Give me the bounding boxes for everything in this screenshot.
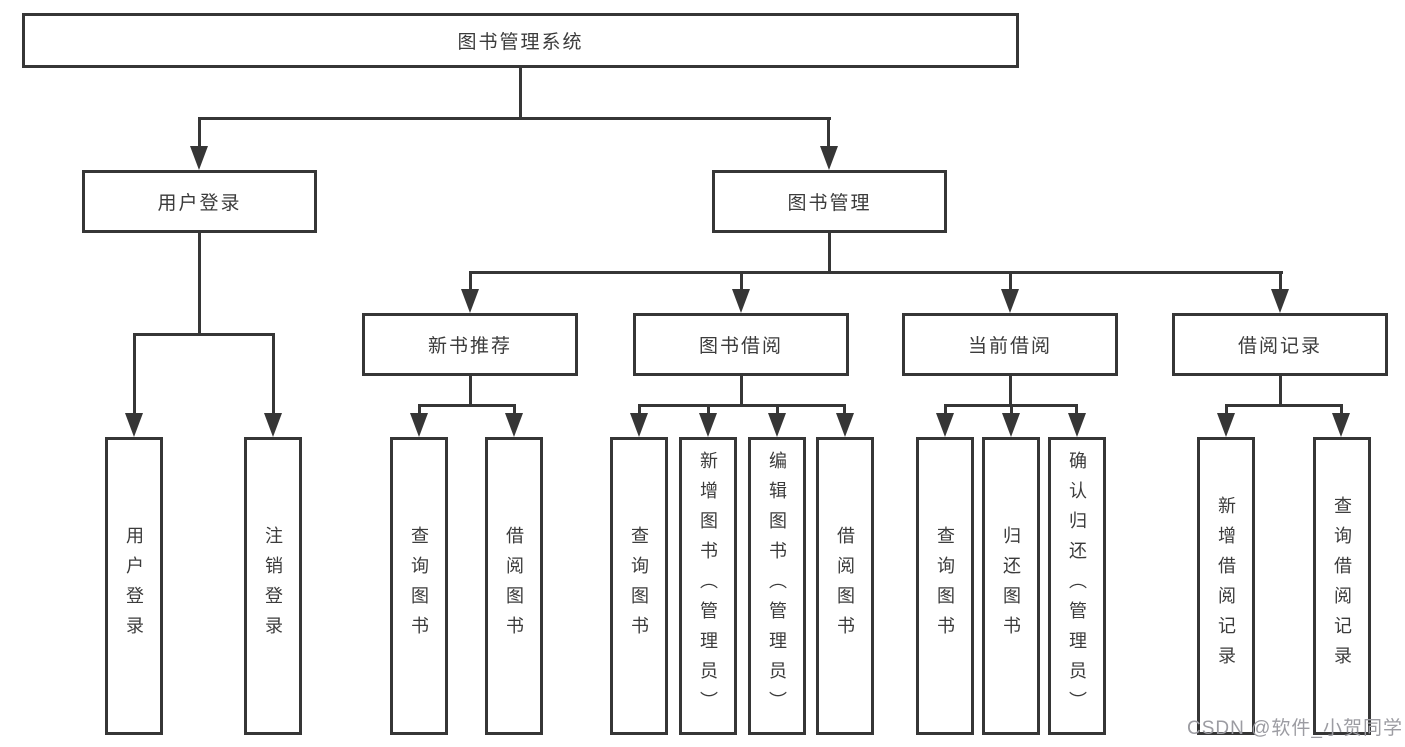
- arrow-down-icon: [1271, 289, 1289, 313]
- arrow-down-icon: [1332, 413, 1350, 437]
- connector-line: [198, 233, 201, 334]
- arrow-down-icon: [1001, 289, 1019, 313]
- connector-line: [1340, 404, 1343, 415]
- connector-line: [1010, 404, 1013, 415]
- node-new-books-label: 新书推荐: [427, 336, 512, 357]
- node-borrow-books: 借阅图书: [816, 437, 874, 735]
- connector-line: [198, 117, 831, 120]
- connector-line: [418, 404, 421, 415]
- connector-line: [1225, 404, 1343, 407]
- arrow-down-icon: [410, 413, 428, 437]
- arrow-down-icon: [768, 413, 786, 437]
- connector-line: [1075, 404, 1078, 415]
- connector-line: [513, 404, 516, 415]
- node-borrow-books-label: 借阅图书: [835, 526, 855, 646]
- node-edit-books-admin-label: 编辑图书（管理员）: [767, 451, 787, 721]
- node-borrow-books-new: 借阅图书: [485, 437, 543, 735]
- connector-line: [827, 117, 830, 148]
- connector-line: [1009, 376, 1012, 406]
- node-logout: 注销登录: [244, 437, 302, 735]
- node-book-mgmt-label: 图书管理: [787, 193, 872, 214]
- connector-line: [133, 333, 136, 413]
- arrow-down-icon: [836, 413, 854, 437]
- node-book-mgmt: 图书管理: [712, 170, 947, 233]
- node-borrow-records: 借阅记录: [1172, 313, 1388, 376]
- connector-line: [638, 404, 641, 415]
- connector-line: [638, 404, 846, 407]
- arrow-down-icon: [820, 146, 838, 170]
- arrow-down-icon: [505, 413, 523, 437]
- connector-line: [1279, 376, 1282, 406]
- node-root: 图书管理系统: [22, 13, 1019, 68]
- node-edit-books-admin: 编辑图书（管理员）: [748, 437, 806, 735]
- node-root-label: 图书管理系统: [457, 32, 584, 53]
- node-query-borrow-record: 查询借阅记录: [1313, 437, 1371, 735]
- arrow-down-icon: [699, 413, 717, 437]
- arrow-down-icon: [1068, 413, 1086, 437]
- node-logout-label: 注销登录: [263, 526, 283, 646]
- node-borrow-records-label: 借阅记录: [1237, 336, 1322, 357]
- node-query-borrow-record-label: 查询借阅记录: [1332, 496, 1352, 676]
- watermark: CSDN @软件_小贺同学: [1187, 718, 1403, 739]
- connector-line: [469, 376, 472, 406]
- arrow-down-icon: [732, 289, 750, 313]
- connector-line: [843, 404, 846, 415]
- arrow-down-icon: [936, 413, 954, 437]
- arrow-down-icon: [264, 413, 282, 437]
- node-confirm-return-admin: 确认归还（管理员）: [1048, 437, 1106, 735]
- node-add-borrow-record: 新增借阅记录: [1197, 437, 1255, 735]
- node-query-books-borrow-label: 查询图书: [629, 526, 649, 646]
- connector-line: [272, 333, 275, 413]
- connector-line: [198, 117, 201, 148]
- node-user-login-action-label: 用户登录: [124, 526, 144, 646]
- connector-line: [740, 271, 743, 291]
- node-new-books: 新书推荐: [362, 313, 578, 376]
- connector-line: [133, 333, 275, 336]
- node-user-login-label: 用户登录: [157, 193, 242, 214]
- node-book-borrow: 图书借阅: [633, 313, 849, 376]
- node-add-books-admin-label: 新增图书（管理员）: [698, 451, 718, 721]
- connector-line: [1225, 404, 1228, 415]
- arrow-down-icon: [125, 413, 143, 437]
- arrow-down-icon: [190, 146, 208, 170]
- node-query-books-current-label: 查询图书: [935, 526, 955, 646]
- arrow-down-icon: [630, 413, 648, 437]
- node-query-books-borrow: 查询图书: [610, 437, 668, 735]
- connector-line: [519, 68, 522, 118]
- node-book-borrow-label: 图书借阅: [698, 336, 783, 357]
- node-return-books: 归还图书: [982, 437, 1040, 735]
- node-return-books-label: 归还图书: [1001, 526, 1021, 646]
- node-current-borrow-label: 当前借阅: [967, 336, 1052, 357]
- connector-line: [1009, 271, 1012, 291]
- node-query-books-current: 查询图书: [916, 437, 974, 735]
- connector-line: [740, 376, 743, 406]
- arrow-down-icon: [461, 289, 479, 313]
- node-user-login: 用户登录: [82, 170, 317, 233]
- connector-line: [418, 404, 515, 407]
- connector-line: [944, 404, 947, 415]
- node-user-login-action: 用户登录: [105, 437, 163, 735]
- arrow-down-icon: [1217, 413, 1235, 437]
- node-borrow-books-new-label: 借阅图书: [504, 526, 524, 646]
- node-current-borrow: 当前借阅: [902, 313, 1118, 376]
- arrow-down-icon: [1002, 413, 1020, 437]
- connector-line: [1279, 271, 1282, 291]
- node-confirm-return-admin-label: 确认归还（管理员）: [1067, 451, 1087, 721]
- connector-line: [469, 271, 472, 291]
- node-query-books-new: 查询图书: [390, 437, 448, 735]
- connector-line: [707, 404, 710, 415]
- connector-line: [776, 404, 779, 415]
- node-add-books-admin: 新增图书（管理员）: [679, 437, 737, 735]
- connector-line: [469, 271, 1283, 274]
- connector-line: [828, 233, 831, 274]
- node-add-borrow-record-label: 新增借阅记录: [1216, 496, 1236, 676]
- node-query-books-new-label: 查询图书: [409, 526, 429, 646]
